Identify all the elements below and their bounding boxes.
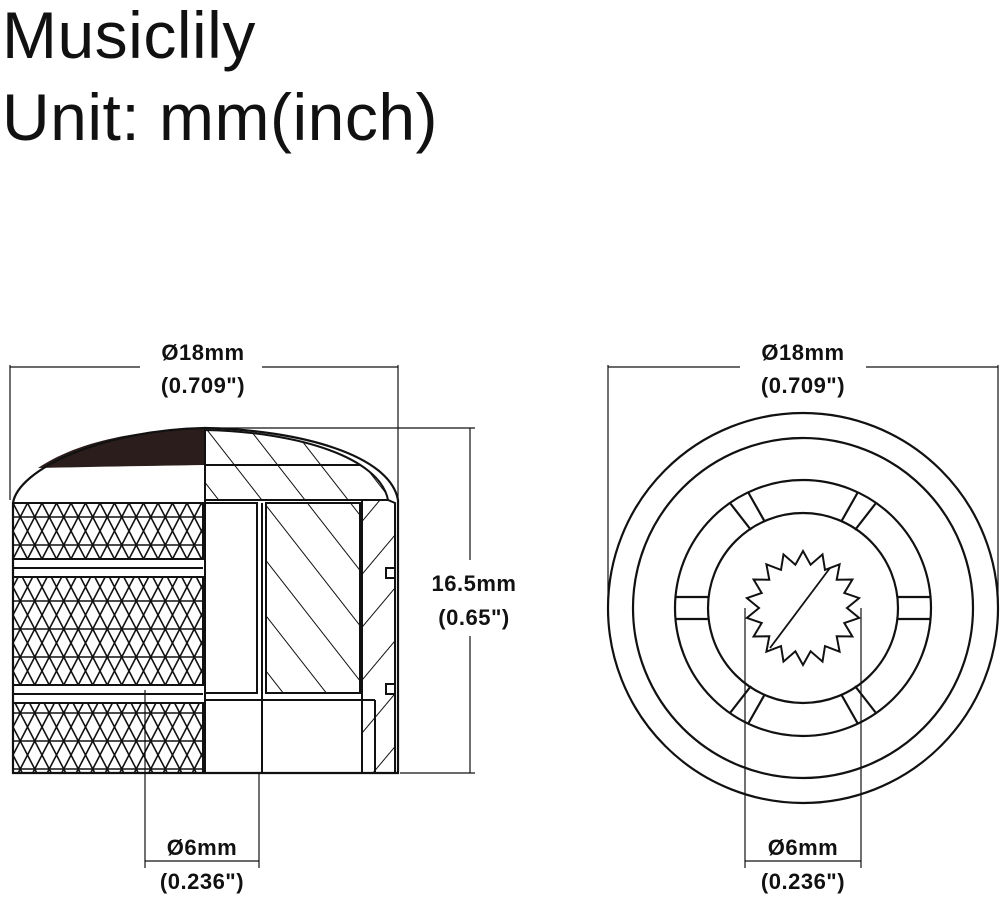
side-shaft-mm: Ø6mm — [167, 835, 237, 860]
spline-teeth — [744, 548, 862, 668]
cross-section — [204, 428, 396, 774]
side-shaft-in: (0.236") — [160, 869, 244, 894]
side-diameter-mm: Ø18mm — [161, 340, 244, 365]
top-diameter-mm: Ø18mm — [761, 340, 844, 365]
knurl-band-middle — [12, 576, 204, 686]
top-shaft-in: (0.236") — [761, 869, 845, 894]
rim-ring — [631, 436, 975, 780]
side-diameter-in: (0.709") — [161, 373, 245, 398]
knurl-band-bottom — [12, 702, 204, 774]
splined-shaft-hole — [744, 548, 862, 668]
insert-outer-ring — [673, 478, 933, 738]
height-mm: 16.5mm — [432, 571, 517, 596]
knurl-band-top — [12, 502, 204, 560]
side-view: Ø18mm (0.709") 16.5mm (0.65") Ø6mm (0.23… — [9, 340, 517, 894]
insert-inner-ring — [706, 511, 900, 705]
unit-caption: Unit: mm(inch) — [2, 80, 439, 154]
brand-title: Musiclily — [2, 0, 256, 72]
top-view: Ø18mm (0.709") Ø6mm (0.236") — [606, 340, 1000, 894]
height-in: (0.65") — [438, 605, 509, 630]
top-shaft-mm: Ø6mm — [768, 835, 838, 860]
top-diameter-in: (0.709") — [761, 373, 845, 398]
insert-spokes — [675, 491, 931, 725]
knob-top-shading — [38, 428, 205, 468]
